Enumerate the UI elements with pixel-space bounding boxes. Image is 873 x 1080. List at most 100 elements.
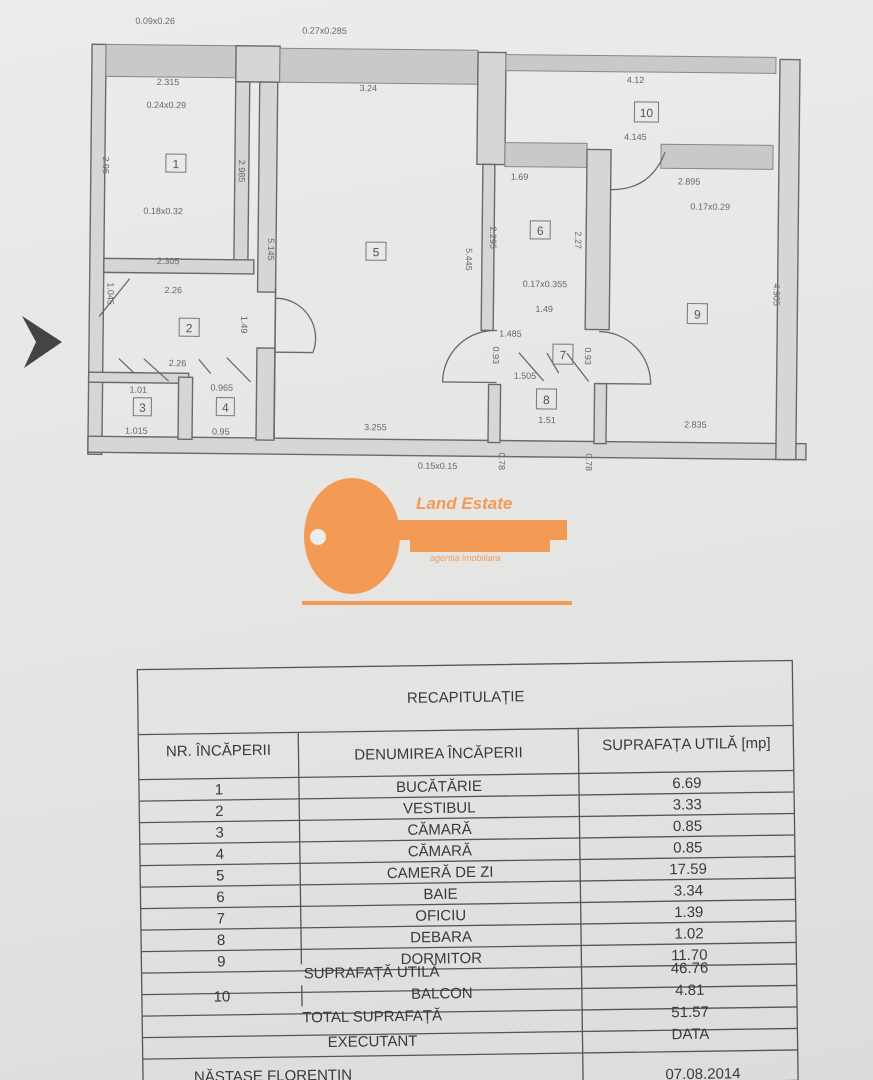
wall bbox=[256, 81, 279, 293]
room-number: 1 bbox=[172, 157, 179, 171]
dimension: 0.93 bbox=[583, 347, 593, 365]
logo-name: Land Estate bbox=[416, 494, 512, 513]
dimension: 3.24 bbox=[360, 83, 378, 93]
row-divider bbox=[142, 1049, 798, 1060]
table-cell-name: CAMERĂ DE ZI bbox=[387, 864, 494, 882]
room-number: 4 bbox=[222, 401, 229, 415]
table-cell-area: 6.69 bbox=[672, 775, 701, 792]
row-divider bbox=[140, 898, 796, 910]
door bbox=[610, 152, 666, 191]
dimension: 2.315 bbox=[157, 77, 180, 87]
wall bbox=[593, 382, 608, 445]
window bbox=[504, 142, 588, 168]
row-divider bbox=[141, 941, 797, 953]
table-cell-nr: 5 bbox=[216, 867, 225, 884]
table-cell-nr: 9 bbox=[217, 953, 226, 970]
logo-tagline: agentia imobiliara bbox=[430, 553, 501, 563]
dimension: 0.27x0.285 bbox=[302, 25, 347, 35]
balcony-area: 4.81 bbox=[675, 982, 704, 999]
row-divider bbox=[141, 984, 797, 996]
row-divider bbox=[140, 920, 796, 931]
dimension: 0.17x0.355 bbox=[523, 279, 568, 289]
dimension: 1.485 bbox=[499, 329, 522, 339]
dimension: 2.835 bbox=[684, 419, 707, 429]
header-name: DENUMIREA ÎNCĂPERII bbox=[354, 744, 523, 763]
summary-table: RECAPITULAȚIE NR. ÎNCĂPERII DENUMIREA ÎN… bbox=[136, 659, 799, 1080]
dimension: 0.09x0.26 bbox=[135, 16, 175, 26]
window bbox=[660, 143, 774, 170]
table-cell-nr: 7 bbox=[217, 910, 226, 927]
header-nr: NR. ÎNCĂPERII bbox=[166, 742, 271, 760]
date-value: 07.08.2014 bbox=[665, 1065, 740, 1080]
table-cell-area: 11.70 bbox=[671, 947, 708, 965]
dimension: 0.24x0.29 bbox=[146, 100, 186, 110]
dimension: 2.27 bbox=[573, 231, 583, 249]
table-title: RECAPITULAȚIE bbox=[407, 688, 525, 707]
dimension: 5.145 bbox=[266, 238, 276, 261]
row-divider bbox=[140, 855, 795, 867]
room-number: 8 bbox=[543, 393, 550, 407]
table-cell-nr: 6 bbox=[216, 889, 225, 906]
dimension: 0.17x0.29 bbox=[690, 202, 730, 212]
total-area-label: TOTAL SUPRAFAȚĂ bbox=[302, 1007, 442, 1026]
dimension: 2.305 bbox=[157, 256, 180, 266]
dimension: 4.905 bbox=[771, 283, 781, 306]
land-estate-logo: Land Estate agentia imobiliara bbox=[302, 478, 572, 605]
window bbox=[279, 47, 479, 85]
dimension: 2.96 bbox=[101, 156, 111, 174]
window bbox=[105, 43, 237, 79]
wall bbox=[177, 376, 194, 441]
dimension: 4.145 bbox=[624, 132, 647, 142]
table-cell-area: 0.85 bbox=[673, 818, 702, 835]
executant-label: EXECUTANT bbox=[328, 1033, 418, 1051]
dimension: 2.26 bbox=[165, 285, 183, 295]
wall bbox=[255, 347, 276, 441]
row-divider bbox=[142, 1027, 798, 1039]
room-number: 6 bbox=[537, 224, 544, 238]
row-divider bbox=[142, 1006, 798, 1017]
wall bbox=[584, 148, 612, 331]
dimension: 1.045 bbox=[105, 282, 115, 305]
table-cell-area: 3.33 bbox=[673, 796, 702, 813]
room-number: 5 bbox=[373, 245, 380, 259]
table-cell-name: VESTIBUL bbox=[403, 799, 476, 817]
executant-name: NĂSTASE FLORENTIN bbox=[194, 1067, 352, 1080]
row-divider bbox=[139, 791, 795, 802]
dimension: 0.95 bbox=[212, 427, 230, 437]
dimension: 1.015 bbox=[125, 426, 148, 436]
wall bbox=[235, 45, 281, 83]
dimension: 1.49 bbox=[239, 316, 249, 334]
table-cell-nr: 8 bbox=[217, 932, 226, 949]
table-cell-nr: 2 bbox=[215, 803, 224, 820]
door bbox=[118, 357, 252, 383]
room-number: 9 bbox=[694, 308, 701, 322]
room-number: 2 bbox=[186, 321, 193, 335]
row-divider bbox=[140, 877, 796, 888]
row-divider bbox=[139, 834, 795, 845]
table-cell-name: BUCĂTĂRIE bbox=[396, 778, 482, 796]
table-cell-nr: 4 bbox=[216, 846, 225, 863]
wall bbox=[775, 58, 801, 461]
table-cell-area: 1.39 bbox=[674, 904, 703, 921]
room-labels: 1 2 3 4 5 6 7 8 9 10 bbox=[132, 101, 708, 417]
dimension: 1.69 bbox=[511, 172, 529, 182]
table-cell-name: DEBARA bbox=[410, 928, 472, 946]
wall bbox=[87, 43, 107, 456]
useful-area-value: 46.76 bbox=[671, 960, 709, 978]
wall bbox=[103, 257, 255, 275]
dimension: 2.26 bbox=[169, 358, 187, 368]
dimension: 3.255 bbox=[364, 422, 387, 432]
dimension: 2.895 bbox=[678, 176, 701, 186]
total-area-value: 51.57 bbox=[671, 1004, 709, 1022]
room-number: 7 bbox=[559, 348, 566, 362]
table-cell-name: CĂMARĂ bbox=[407, 821, 471, 839]
table-cell-area: 1.02 bbox=[674, 925, 703, 942]
table-cell-name: CĂMARĂ bbox=[408, 842, 472, 860]
dimension: 1.505 bbox=[514, 371, 537, 381]
table-cell-area: 0.85 bbox=[673, 839, 702, 856]
balcony-nr: 10 bbox=[213, 988, 230, 1005]
door bbox=[441, 329, 498, 384]
dimension: 1.01 bbox=[129, 385, 147, 395]
table-cell-area: 17.59 bbox=[669, 861, 707, 879]
